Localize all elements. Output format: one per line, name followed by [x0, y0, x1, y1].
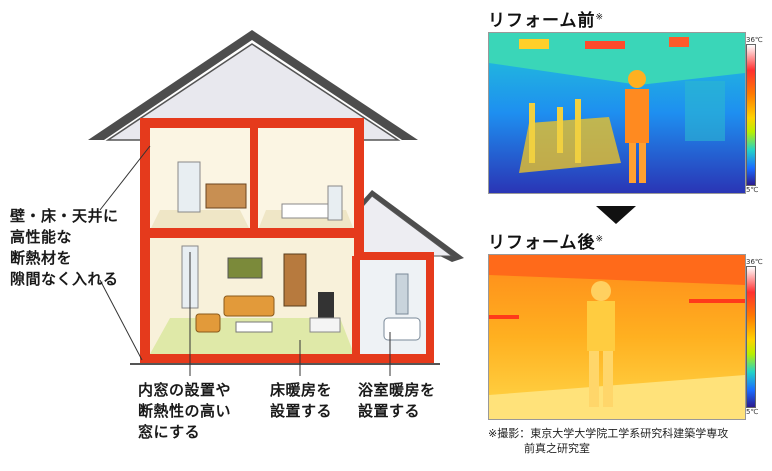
down-triangle-icon [596, 206, 636, 224]
photo-credit-line2: 前真之研究室 [524, 442, 590, 455]
callout-windows-line2: 断熱性の高い [138, 402, 232, 420]
thermal-before-graphic [489, 33, 745, 193]
before-title-text: リフォーム前 [488, 11, 596, 31]
callout-bath-line1: 浴室暖房を [358, 381, 436, 399]
callout-floor-line2: 設置する [270, 402, 333, 420]
sofa [223, 295, 275, 317]
before-title: リフォーム前※ [488, 6, 604, 31]
tv [318, 292, 334, 320]
callout-windows-line1: 内窓の設置や [138, 381, 232, 399]
callout-walls-line3: 断熱材を [10, 249, 73, 267]
callout-floor-heating: 床暖房を 設置する [270, 380, 332, 422]
scale-before: 36℃ 5℃ [746, 36, 763, 194]
callout-walls-line4: 隙間なく入れる [10, 270, 119, 288]
scale-after: 36℃ 5℃ [746, 258, 763, 416]
scale-before-bottom: 5℃ [746, 186, 759, 194]
callout-windows: 内窓の設置や 断熱性の高い 窓にする [138, 380, 231, 443]
callout-walls: 壁・床・天井に 高性能な 断熱材を 隙間なく入れる [10, 206, 119, 290]
before-title-mark: ※ [595, 12, 605, 23]
scale-after-bar [746, 266, 756, 408]
house-illustration [88, 30, 464, 376]
scale-after-bottom: 5℃ [746, 408, 759, 416]
leader-walls [99, 145, 151, 211]
callout-walls-line1: 壁・床・天井に [10, 207, 119, 225]
after-title-mark: ※ [595, 234, 605, 245]
photo-credit: ※撮影：東京大学大学院工学系研究科建築学専攻 前真之研究室 [488, 426, 728, 456]
thermal-image-after [488, 254, 746, 420]
thermal-image-before [488, 32, 746, 194]
scale-before-top: 36℃ [746, 36, 763, 44]
callout-bath-line2: 設置する [358, 402, 421, 420]
scale-before-bar [746, 44, 756, 186]
callout-windows-line3: 窓にする [138, 423, 201, 441]
callout-bath-heating: 浴室暖房を 設置する [358, 380, 436, 422]
callout-walls-line2: 高性能な [10, 228, 73, 246]
after-title: リフォーム後※ [488, 228, 604, 253]
thermal-after-graphic [489, 255, 745, 419]
photo-credit-line1: ※撮影：東京大学大学院工学系研究科建築学専攻 [488, 427, 729, 440]
callout-floor-line1: 床暖房を [270, 381, 333, 399]
scale-after-top: 36℃ [746, 258, 763, 266]
after-title-text: リフォーム後 [488, 233, 596, 253]
